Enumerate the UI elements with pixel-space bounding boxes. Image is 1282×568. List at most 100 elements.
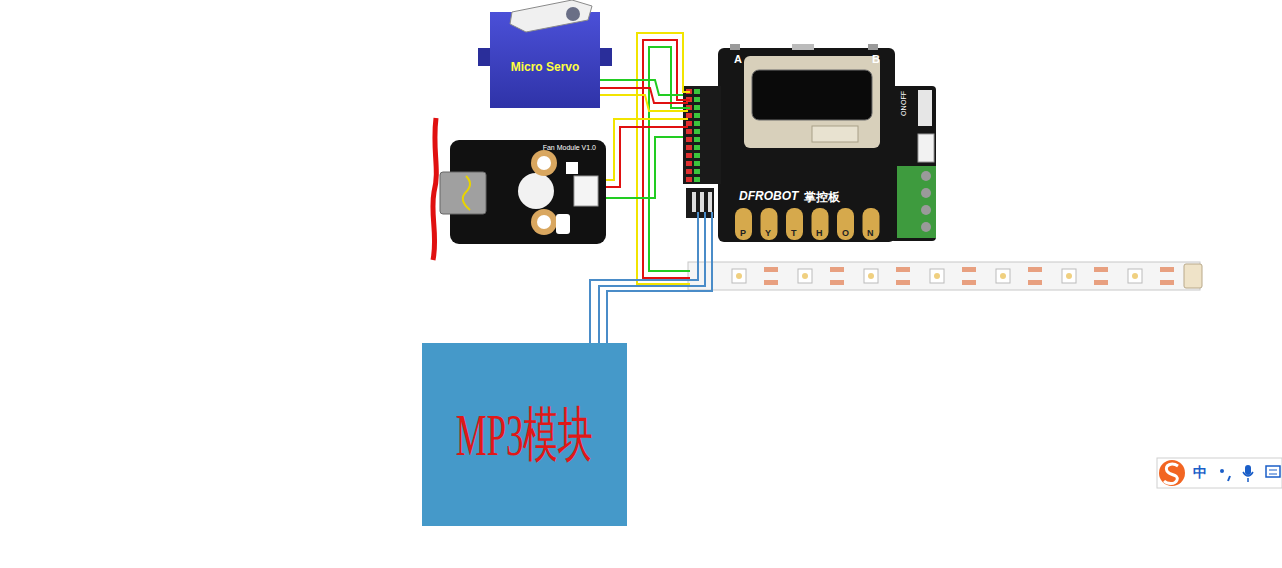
switch-label: ON [900,106,907,117]
chip-label [812,126,858,142]
fan-sensor [518,173,554,209]
fan-connector [574,176,598,206]
punct-icon [1228,476,1230,481]
header-pin [686,177,692,182]
logo-mark [556,214,570,234]
keyboard-icon [1269,470,1277,474]
board-body [718,48,895,242]
led-cells [732,267,1174,285]
header-pin [694,105,700,110]
led-chip [864,269,878,283]
usb-port [792,44,814,50]
led-chip [736,273,742,279]
smd-part [830,267,844,272]
led-chip [1062,269,1076,283]
strip-body [688,262,1200,290]
mp3-module: MP3模块 [422,343,627,526]
header-pin [694,97,700,102]
mount-hole [531,150,557,176]
controller-board: DFROBOT掌控板 [683,48,936,242]
strip-connector [1184,264,1202,288]
wire [606,119,688,180]
servo-hub [566,7,580,21]
header-pin [686,137,692,142]
mount-hole [531,209,557,235]
pad-letter: T [791,229,797,238]
smd-part [962,280,976,285]
fan-propeller [433,118,436,260]
wire [637,33,690,284]
terminal-screw [921,222,931,232]
header-pin [694,169,700,174]
smd-part [1028,280,1042,285]
mic-icon [1245,465,1251,475]
keyboard-icon [1266,466,1280,477]
smd-part [764,267,778,272]
ime-toolbar [1157,458,1282,488]
mount-hole [537,156,551,170]
wire-connector [600,80,683,95]
wire [704,212,706,245]
terminal-screw [921,188,931,198]
touch-pad [735,208,752,240]
uart-pin [708,192,712,212]
battery-connector [918,134,934,162]
led-chip [798,269,812,283]
button-label: B [872,54,880,65]
ime-mode: 中 [1193,465,1207,479]
wire [607,212,712,343]
pad-letter: H [816,229,823,238]
touch-pad [761,208,778,240]
header-pin [694,161,700,166]
smd-part [962,267,976,272]
led-strip [688,262,1202,290]
header-pin [694,129,700,134]
touch-pads [735,208,880,240]
led-chip [868,273,874,279]
motor-lead [463,176,470,210]
touch-pad [812,208,829,240]
touch-pad [786,208,803,240]
punct-icon [1220,469,1224,473]
header-pin [694,137,700,142]
header-pins [686,89,700,182]
pad-letter: Y [765,229,771,238]
wire [643,40,690,278]
node-text: Fan Module V1.0 [543,144,596,151]
pad-letter: O [842,229,849,238]
terminal-screw [921,171,931,181]
power-switch [918,90,932,126]
header-pin [686,153,692,158]
button-b [868,44,878,50]
header-pin [686,145,692,150]
led-chip [930,269,944,283]
header-pin [686,113,692,118]
fan-illustration [433,118,606,260]
smd-part [764,280,778,285]
servo-module: Micro Servo [490,12,600,108]
touch-pad [837,208,854,240]
terminal-screw [921,205,931,215]
toolbar-bg [1157,458,1282,488]
mic-icon [1243,472,1253,482]
mount-hole [537,215,551,229]
header-pin [694,177,700,182]
node-text: DFROBOT [739,189,798,203]
ime-logo [1159,460,1185,486]
smd-part [1094,267,1108,272]
smd-part [1028,267,1042,272]
node-text: Micro Servo [511,60,580,74]
oled-screen [752,70,872,120]
uart-header [686,188,714,218]
fan-module: Fan Module V1.0 [450,140,606,244]
led-chip [802,273,808,279]
smd-part [830,280,844,285]
led-chip [1132,273,1138,279]
led-chip [732,269,746,283]
header-pin [686,121,692,126]
wire [600,95,688,111]
smd-part [1160,280,1174,285]
